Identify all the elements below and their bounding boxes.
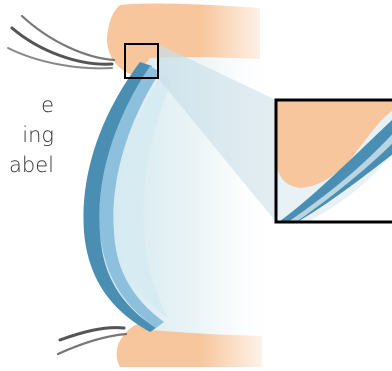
- zoom-callout-icon: [276, 100, 392, 226]
- partial-line-3: abel: [0, 150, 54, 180]
- eyelash-upper-icon: [8, 16, 114, 68]
- eyelash-lower-icon: [58, 328, 126, 354]
- partial-label: e ing abel: [0, 90, 54, 180]
- partial-line-1: e: [0, 90, 54, 120]
- partial-line-2: ing: [0, 120, 54, 150]
